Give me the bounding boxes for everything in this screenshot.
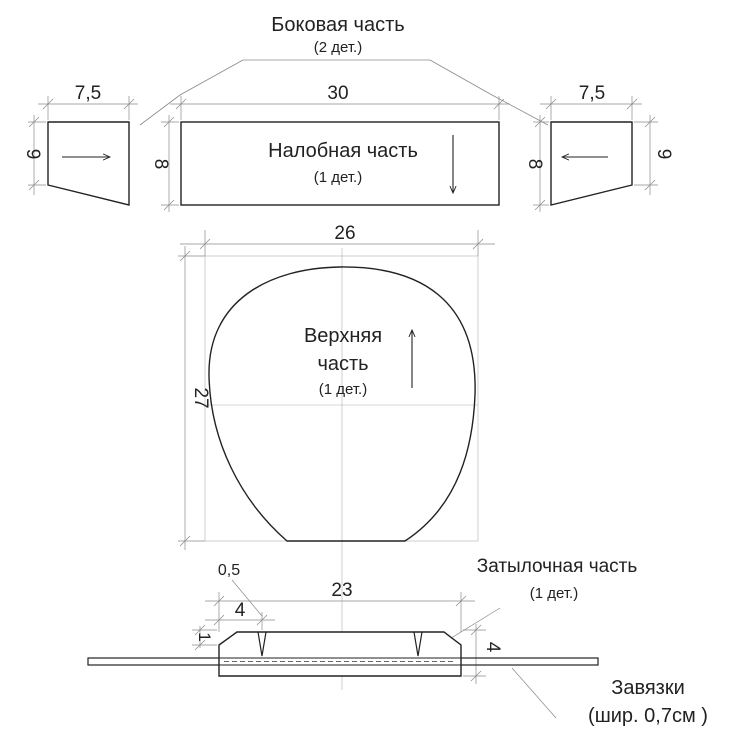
side-piece-leaders xyxy=(139,59,549,126)
top-piece-title-line1: Верхняя xyxy=(304,325,382,347)
right-side-height-label: 9 xyxy=(653,149,674,160)
right-side-inner-height-label: 8 xyxy=(524,159,545,170)
top-piece-outline xyxy=(208,266,476,542)
side-piece-count: (2 дет.) xyxy=(314,39,362,56)
left-side-dimensions xyxy=(28,96,138,195)
left-side-width-label: 7,5 xyxy=(75,83,101,104)
back-piece xyxy=(218,631,462,677)
left-side-height-label: 9 xyxy=(22,149,43,160)
ties-leader xyxy=(511,667,557,719)
back-piece-height-label: 4 xyxy=(482,642,503,653)
left-side-piece xyxy=(47,121,130,206)
top-piece-dimensions xyxy=(178,230,495,550)
front-piece-title: Налобная часть xyxy=(268,140,418,162)
right-side-width-label: 7,5 xyxy=(579,83,605,104)
right-side-dimensions xyxy=(533,96,658,212)
front-piece-dimensions xyxy=(161,96,510,212)
front-piece-width-label: 30 xyxy=(327,83,348,104)
ties-title: Завязки xyxy=(611,677,685,699)
left-dart xyxy=(257,631,267,657)
back-piece-title: Затылочная часть xyxy=(477,556,638,577)
back-piece-count: (1 дет.) xyxy=(530,585,578,602)
back-piece-leader xyxy=(447,607,501,641)
side-piece-title: Боковая часть xyxy=(271,14,404,36)
top-piece-guides xyxy=(204,248,479,690)
back-piece-dimensions xyxy=(192,579,486,684)
back-piece-width-label: 23 xyxy=(331,580,352,601)
front-piece xyxy=(180,121,500,206)
front-piece-height-label: 8 xyxy=(150,159,171,170)
top-piece-count: (1 дет.) xyxy=(319,381,367,398)
front-piece-count: (1 дет.) xyxy=(314,169,362,186)
top-piece-height-label: 27 xyxy=(190,387,211,408)
back-piece-dart-offset-label: 4 xyxy=(235,600,246,621)
top-piece-width-label: 26 xyxy=(334,223,355,244)
back-piece-dart-width-label: 0,5 xyxy=(218,562,240,579)
ties-width-note: (шир. 0,7см ) xyxy=(588,705,708,727)
right-dart xyxy=(413,631,423,657)
right-side-piece xyxy=(550,121,633,206)
back-piece-dart-depth-label: 1 xyxy=(195,632,214,641)
top-piece-title-line2: часть xyxy=(317,353,368,375)
